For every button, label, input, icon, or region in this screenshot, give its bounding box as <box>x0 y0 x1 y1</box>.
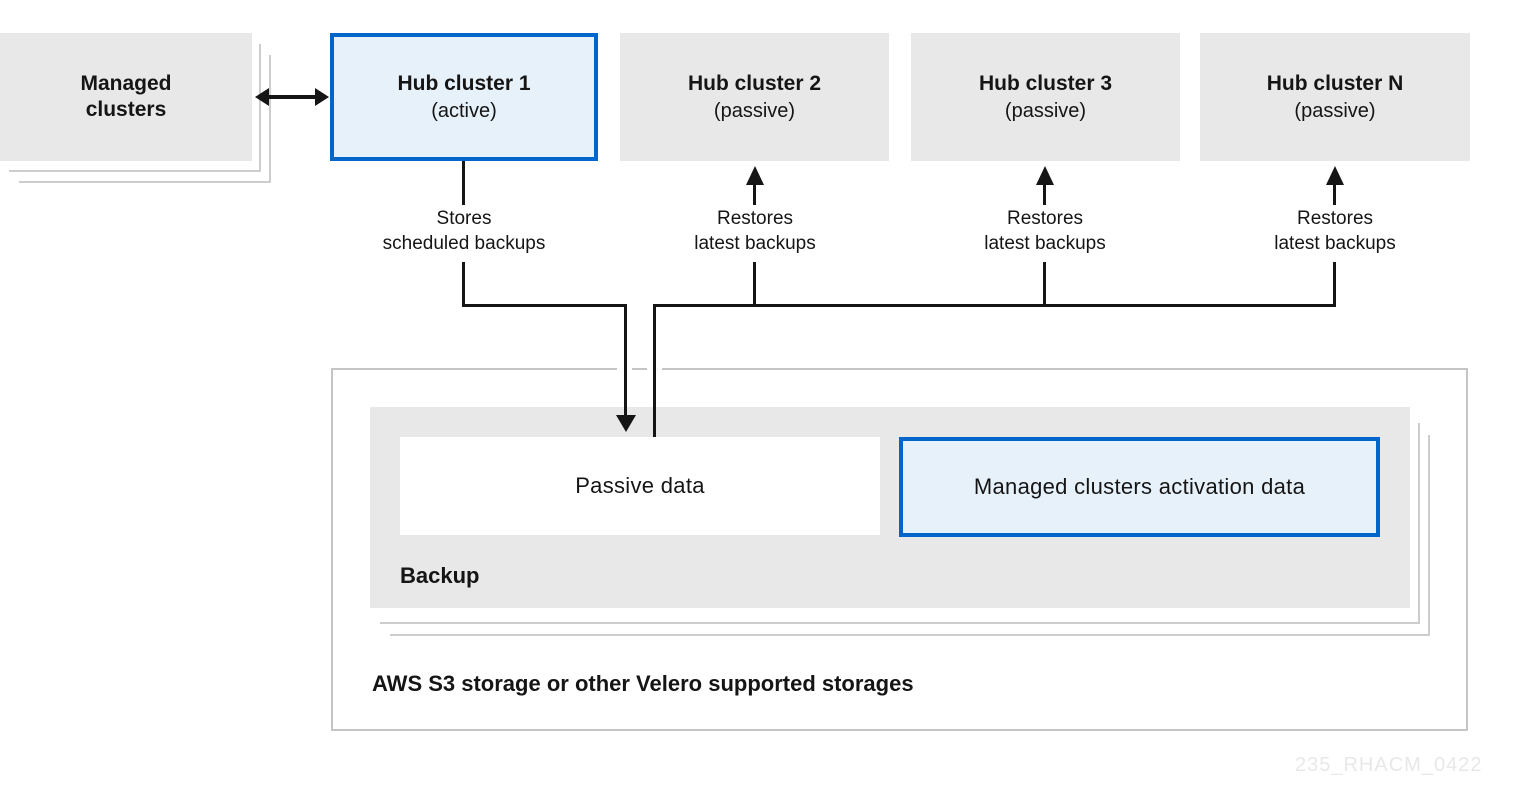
connector-line <box>1333 184 1336 205</box>
hub-cluster-3-state: (passive) <box>1004 99 1087 122</box>
flow-label-restores-n: Restores latest backups <box>1215 206 1455 256</box>
arrow-up-icon <box>746 166 764 185</box>
flow-label-line2: latest backups <box>984 233 1106 254</box>
connector-line <box>653 304 1336 307</box>
aws-storage-label: AWS S3 storage or other Velero supported… <box>372 671 914 696</box>
hub-cluster-1-state: (active) <box>431 99 497 122</box>
managed-clusters-title-line1: Managed <box>80 72 172 95</box>
flow-label-line2: scheduled backups <box>382 233 546 254</box>
arrow-right-icon <box>315 88 329 106</box>
flow-label-stores: Stores scheduled backups <box>344 206 584 256</box>
hub-cluster-2-title: Hub cluster 2 <box>687 71 822 95</box>
connector-line <box>753 184 756 205</box>
passive-data-label: Passive data <box>575 473 705 498</box>
hub-cluster-2-box: Hub cluster 2 (passive) <box>620 33 889 161</box>
flow-label-line2: latest backups <box>694 233 816 254</box>
managed-clusters-title: Managed clusters <box>80 71 171 123</box>
hub-cluster-1-box: Hub cluster 1 (active) <box>330 33 598 161</box>
activation-data-box: Managed clusters activation data <box>899 437 1380 537</box>
stacked-shadow <box>380 423 1420 624</box>
flow-label-line2: latest backups <box>1274 233 1396 254</box>
flow-label-line1: Restores <box>716 208 794 229</box>
hub-cluster-1-title: Hub cluster 1 <box>397 71 531 95</box>
managed-clusters-title-line2: clusters <box>85 98 167 121</box>
connector-line <box>462 161 465 205</box>
hub-cluster-3-box: Hub cluster 3 (passive) <box>911 33 1180 161</box>
aws-storage-box <box>331 368 1468 731</box>
connector-line <box>462 304 627 307</box>
activation-data-label: Managed clusters activation data <box>973 474 1306 499</box>
hub-cluster-n-state: (passive) <box>1294 99 1376 122</box>
flow-label-line1: Stores <box>436 208 492 229</box>
connector-line <box>1333 262 1336 307</box>
hub-cluster-n-title: Hub cluster N <box>1266 71 1404 95</box>
hub-cluster-2-state: (passive) <box>713 99 796 122</box>
arrow-up-icon <box>1326 166 1344 185</box>
connector-line <box>624 304 627 416</box>
stacked-shadow <box>19 55 271 183</box>
connector-line <box>1043 184 1046 205</box>
passive-data-box: Passive data <box>400 437 880 535</box>
flow-label-restores-2: Restores latest backups <box>635 206 875 256</box>
hub-cluster-n-box: Hub cluster N (passive) <box>1200 33 1470 161</box>
stacked-shadow <box>9 44 261 172</box>
connector-line <box>462 262 465 307</box>
flow-label-line1: Restores <box>1006 208 1084 229</box>
stacked-shadow <box>390 435 1430 636</box>
hub-cluster-3-title: Hub cluster 3 <box>978 71 1113 95</box>
watermark: 235_RHACM_0422 <box>1295 754 1483 776</box>
managed-clusters-box: Managed clusters <box>0 33 252 161</box>
connector-line <box>753 262 756 307</box>
connector-line <box>1043 262 1046 307</box>
arrow-left-icon <box>255 88 269 106</box>
backup-label: Backup <box>400 563 480 588</box>
arrow-shaft <box>267 95 317 99</box>
arrow-up-icon <box>1036 166 1054 185</box>
connector-line <box>653 304 656 437</box>
flow-label-line1: Restores <box>1296 208 1374 229</box>
flow-label-restores-3: Restores latest backups <box>925 206 1165 256</box>
arrow-down-icon <box>616 415 636 432</box>
